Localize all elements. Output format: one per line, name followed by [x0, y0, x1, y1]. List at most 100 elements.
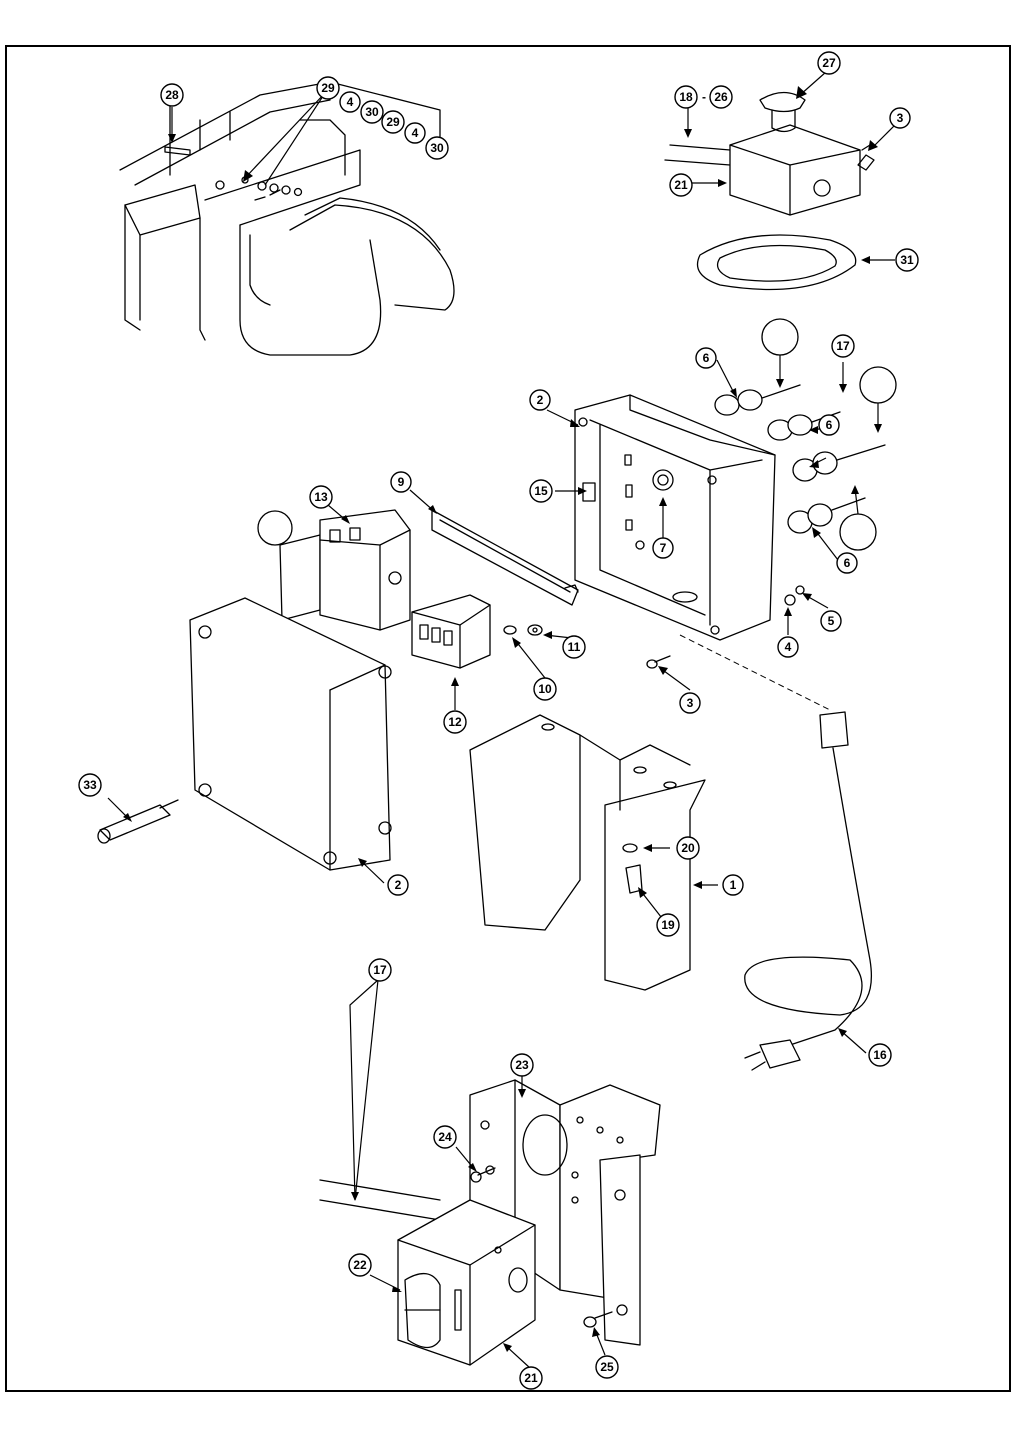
- callout-c2a: 2: [529, 389, 551, 411]
- callout-number: 17: [836, 339, 850, 353]
- callout-c10: 10: [533, 677, 557, 701]
- callout-number: 21: [524, 1371, 538, 1385]
- callout-number: 9: [398, 475, 405, 489]
- callout-circle: [820, 610, 842, 632]
- callout-circle: [709, 85, 733, 109]
- callout-c12: 12: [443, 710, 467, 734]
- machine-frame-assembly: [119, 81, 455, 356]
- screw-24: [470, 1167, 496, 1183]
- callout-number: 21: [674, 178, 688, 192]
- callout-circle: [722, 874, 744, 896]
- callout-number: 29: [321, 81, 335, 95]
- callout-number: 13: [314, 490, 328, 504]
- screw-3: [646, 655, 671, 669]
- callout-number: 6: [826, 418, 833, 432]
- callout-circle: [652, 537, 674, 559]
- washers-4-5: [784, 585, 805, 606]
- callout-c17b: 17: [368, 958, 392, 982]
- power-cord: [679, 634, 872, 1071]
- callout-circle: [595, 1355, 619, 1379]
- callout-c29b: 29: [381, 110, 405, 134]
- callout-circle: [160, 83, 184, 107]
- callout-c13: 13: [309, 485, 333, 509]
- callout-c15: 15: [529, 479, 553, 503]
- callout-number: 11: [568, 640, 581, 654]
- callout-c3b: 3: [679, 692, 701, 714]
- callout-circle: [425, 136, 449, 160]
- callout-number: 4: [412, 126, 419, 140]
- callout-circle: [669, 173, 693, 197]
- cable-glands: [714, 384, 886, 534]
- callout-c25: 25: [595, 1355, 619, 1379]
- callout-circle: [836, 552, 858, 574]
- callout-number: 6: [703, 351, 710, 365]
- callout-c21a: 21: [669, 173, 693, 197]
- callout-c33: 33: [78, 773, 102, 797]
- callout-c7: 7: [652, 537, 674, 559]
- callout-circle: [390, 471, 412, 493]
- callout-c26: 26: [709, 85, 733, 109]
- range-separator: -: [702, 90, 706, 104]
- callout-circle: [348, 1253, 372, 1277]
- callout-circle: [316, 76, 340, 100]
- callout-c24: 24: [433, 1125, 457, 1149]
- callout-number: 19: [661, 918, 675, 932]
- callout-c5: 5: [820, 610, 842, 632]
- page-border: [5, 45, 1011, 1392]
- callout-number: 12: [448, 715, 462, 729]
- callout-circle: [818, 414, 840, 436]
- callout-number: 29: [386, 115, 400, 129]
- callout-c6c: 6: [836, 552, 858, 574]
- callout-c20: 20: [676, 836, 700, 860]
- callout-number: 33: [83, 778, 97, 792]
- callout-circle: [895, 248, 919, 272]
- foot-switch-box: [319, 1179, 536, 1366]
- callout-number: 17: [373, 963, 387, 977]
- callout-circle: [889, 107, 911, 129]
- mounting-bracket: [469, 714, 706, 991]
- callout-circle: [433, 1125, 457, 1149]
- callout-number: 10: [538, 682, 552, 696]
- callout-circle: [674, 85, 698, 109]
- callout-number: 4: [785, 640, 792, 654]
- callout-circle: [368, 958, 392, 982]
- callout-number: 5: [828, 614, 835, 628]
- bottom-bracket: [469, 1079, 661, 1346]
- enclosure-cover: [189, 597, 392, 871]
- callout-circle: [533, 677, 557, 701]
- callout-circle: [656, 913, 680, 937]
- callout-c31: 31: [895, 248, 919, 272]
- callout-number: 6: [844, 556, 851, 570]
- callout-circle: [562, 635, 586, 659]
- callout-circle: [339, 91, 361, 113]
- callout-c6b: 6: [818, 414, 840, 436]
- callout-number: 15: [534, 484, 548, 498]
- callout-circle: [381, 110, 405, 134]
- callout-number: 28: [165, 88, 179, 102]
- callout-number: 2: [395, 878, 402, 892]
- callout-circle: [510, 1053, 534, 1077]
- callout-c28: 28: [160, 83, 184, 107]
- callout-circle: [817, 51, 841, 75]
- callout-c3a: 3: [889, 107, 911, 129]
- callout-c30a: 30: [360, 100, 384, 124]
- callout-circle: [78, 773, 102, 797]
- callout-c30b: 30: [425, 136, 449, 160]
- callout-circle: [695, 347, 717, 369]
- callout-circle: [868, 1043, 892, 1067]
- callout-number: 3: [897, 111, 904, 125]
- callout-c4c: 4: [777, 636, 799, 658]
- callout-number: 23: [515, 1058, 529, 1072]
- e-stop-pendant: [664, 91, 875, 216]
- callout-number: 7: [660, 541, 667, 555]
- screws-10-11: [503, 624, 543, 636]
- callout-c11: 11: [562, 635, 586, 659]
- callout-number: 2: [537, 393, 544, 407]
- callout-c16: 16: [868, 1043, 892, 1067]
- callout-circle: [529, 479, 553, 503]
- bolt-33: [97, 799, 179, 844]
- callout-number: 18: [679, 90, 693, 104]
